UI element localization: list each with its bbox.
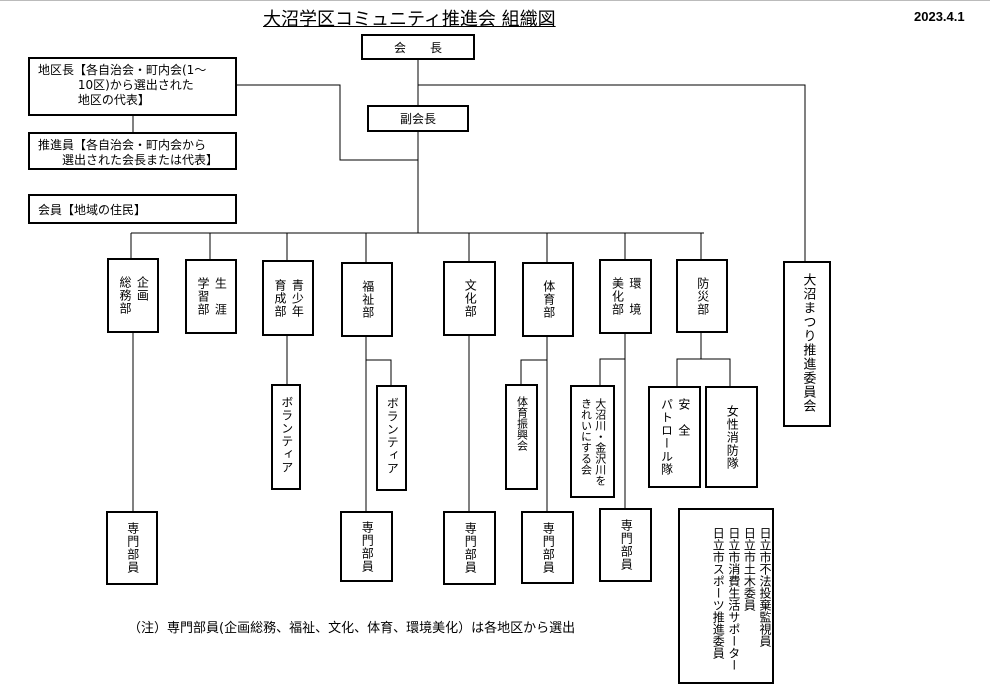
department-culture: 文化部 <box>443 261 496 336</box>
footnote: （注）専門部員(企画総務、福祉、文化、体育、環境美化）は各地区から選出 <box>128 621 576 636</box>
president-box: 会 長 <box>361 34 475 60</box>
department-youth: 青少年 育成部 <box>262 260 314 336</box>
sports-promotion-box: 体育振興会 <box>505 384 538 490</box>
festival-committee-box: 大沼まつり推進委員会 <box>783 261 831 427</box>
river-cleanup-box: 大沼川・金沢川を きれいにする会 <box>570 385 615 498</box>
specialist-culture-box: 専門部員 <box>443 511 496 585</box>
department-disaster: 防災部 <box>676 259 728 333</box>
safety-patrol-box: 安 全 パトロール隊 <box>648 386 701 488</box>
department-planning: 企画 総務部 <box>107 258 159 333</box>
date-label: 2023.4.1 <box>914 9 965 24</box>
department-lifelong-learning: 生 涯 学習部 <box>185 259 237 334</box>
department-welfare: 福祉部 <box>341 262 393 337</box>
member-box: 会員【地域の住民】 <box>28 194 237 224</box>
department-sports: 体育部 <box>522 262 574 337</box>
volunteer-youth-box: ボランティア <box>271 384 301 490</box>
specialist-environment-box: 専門部員 <box>599 508 652 582</box>
specialist-sports-box: 専門部員 <box>521 511 574 584</box>
department-environment: 環 境 美化部 <box>599 259 652 334</box>
district-head-box: 地区長【各自治会・町内会(1～ 10区)から選出された 地区の代表】 <box>28 57 237 116</box>
women-fire-brigade-box: 女性消防隊 <box>705 386 758 488</box>
specialist-planning-box: 専門部員 <box>106 511 158 585</box>
volunteer-welfare-box: ボランティア <box>376 385 407 491</box>
vice-president-box: 副会長 <box>367 105 469 132</box>
city-roles-box: 日立市不法投棄監視員 日立市土木委員 日立市消費生活サポーター 日立市スポーツ推… <box>678 508 774 684</box>
promoter-box: 推進員【各自治会・町内会から 選出された会長または代表】 <box>28 132 237 170</box>
page-title: 大沼学区コミュニティ推進会 組織図 <box>263 9 556 30</box>
specialist-welfare-box: 専門部員 <box>340 511 393 582</box>
